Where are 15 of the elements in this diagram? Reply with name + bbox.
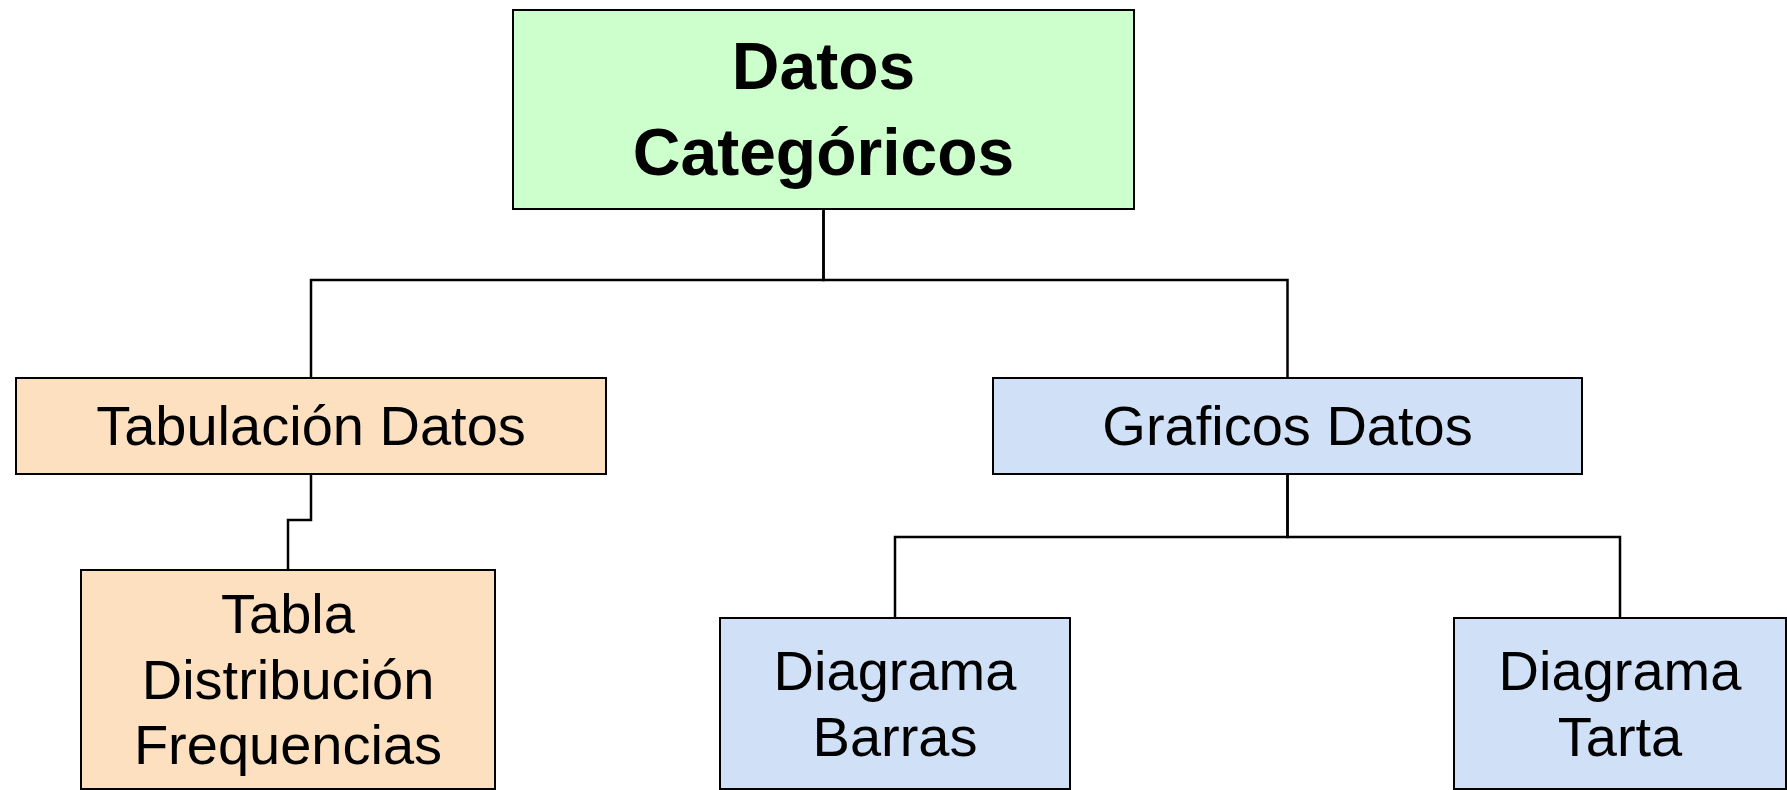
category-box [512, 9, 1135, 210]
box-label: Diagrama Tarta [1497, 638, 1743, 769]
process-box [719, 617, 1071, 790]
connector-line [1286, 475, 1622, 617]
box-label: Tabulación Datos [96, 393, 526, 459]
process-box [15, 377, 607, 475]
box-label: Datos Categóricos [631, 27, 1016, 191]
box-label: Graficos Datos [1102, 393, 1473, 459]
process-box [1453, 617, 1787, 790]
connector-line [822, 210, 1289, 377]
process-box [80, 569, 496, 790]
box-label: Tabla Distribución Frequencias [132, 581, 444, 778]
connector-line [286, 475, 313, 569]
box-label: Diagrama Barras [772, 638, 1018, 769]
process-box [992, 377, 1583, 475]
